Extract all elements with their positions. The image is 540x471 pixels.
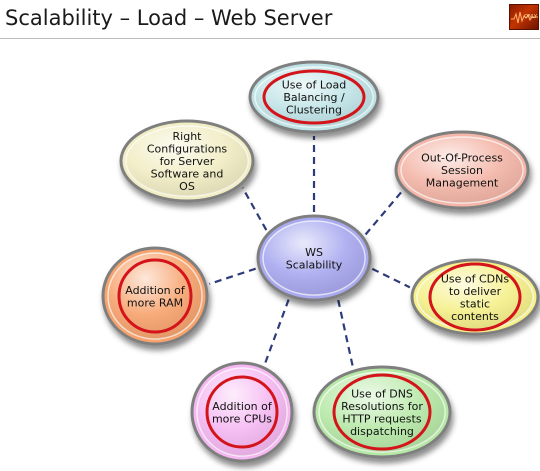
node-cdns-label: Use of CDNs — [441, 272, 510, 285]
node-configurations-label: OS — [179, 180, 195, 193]
node-load-balancing-label: Clustering — [286, 104, 342, 117]
node-ram-shape-gloss — [108, 253, 202, 339]
connector-cdns — [371, 267, 411, 289]
node-cdns-shape-gloss — [417, 265, 533, 329]
node-configurations-label: Software and — [151, 168, 224, 181]
node-cdns-label: contents — [451, 310, 499, 323]
node-dns-label: Use of DNS — [351, 387, 413, 400]
logo-text: ONLY — [524, 14, 537, 20]
center-node-label: WS — [305, 246, 323, 259]
node-cpus-label: more CPUs — [212, 412, 272, 425]
node-ram-label: Addition of — [125, 284, 186, 297]
highlight-ring-cpus — [205, 375, 279, 449]
node-dns-shape-gloss — [319, 372, 445, 452]
title-divider — [0, 38, 540, 39]
node-dns-label: HTTP requests — [342, 412, 421, 425]
node-cpus-shape-gloss — [197, 368, 287, 456]
brand-logo: ONLY — [509, 4, 539, 30]
connector-ram — [209, 267, 256, 285]
connector-out-of-process — [364, 190, 403, 236]
node-dns-label: dispatching — [350, 425, 414, 438]
node-load-balancing-label: Balancing / — [283, 91, 345, 104]
connector-dns — [337, 299, 354, 368]
node-cpus-label: Addition of — [212, 400, 273, 413]
node-configurations-label: Configurations — [147, 143, 228, 156]
node-load-balancing-shape-gloss — [255, 67, 373, 127]
node-out-of-process-label: Out-Of-Process — [421, 152, 503, 165]
node-out-of-process-shape-gloss — [401, 137, 523, 203]
connector-configurations — [241, 187, 268, 231]
node-out-of-process-label: Management — [426, 177, 499, 190]
node-configurations-shape-gloss — [126, 126, 248, 196]
node-ram-label: more RAM — [127, 296, 183, 309]
highlight-ring-cdns — [428, 262, 522, 332]
slide-title: Scalability – Load – Web Server — [5, 6, 333, 30]
highlight-ring-load-balancing — [262, 69, 366, 125]
center-node-shape-gloss — [263, 221, 365, 295]
highlight-ring-ram — [117, 258, 193, 334]
node-cdns-label: static — [460, 297, 490, 310]
connector-cpus — [263, 299, 290, 365]
node-cdns-label: to deliver — [449, 285, 502, 298]
node-configurations-label: for Server — [160, 155, 215, 168]
highlight-ring-dns — [332, 373, 432, 451]
slide-header: Scalability – Load – Web Server ONLY — [0, 0, 540, 40]
node-dns-label: Resolutions for — [341, 400, 423, 413]
node-load-balancing-label: Use of Load — [282, 79, 347, 92]
node-out-of-process-label: Session — [441, 164, 483, 177]
node-configurations-label: Right — [173, 130, 203, 143]
center-node-label: Scalability — [286, 258, 343, 271]
connectors — [209, 136, 411, 368]
